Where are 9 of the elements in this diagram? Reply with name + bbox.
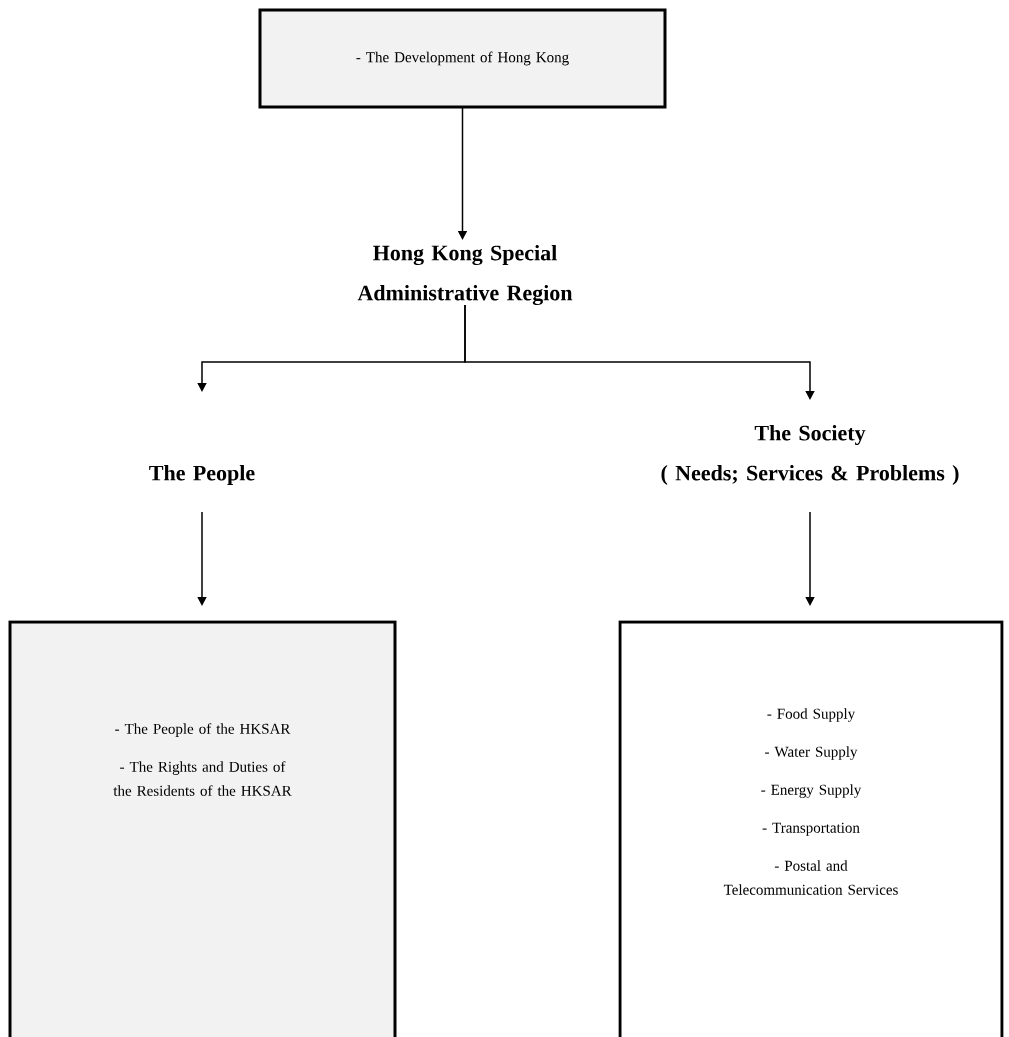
heading-text: The People: [149, 465, 255, 485]
topic-box: - The Development of Hong Kong: [258, 8, 667, 109]
heading-text: The Society ( Needs; Services & Problems ): [661, 425, 959, 485]
arrow: [805, 511, 815, 606]
heading-text: Hong Kong Special Administrative Region: [357, 244, 573, 306]
topic-box: - The People of the HKSAR - The Rights and Duties of the Residents of the HKSAR: [8, 620, 397, 1037]
arrow: [197, 511, 207, 606]
arrow: [464, 304, 815, 400]
topic-box: - Food Supply - Water Supply - Energy Supply - Transportation - Postal and Telecommunication Services: [618, 620, 1004, 1037]
